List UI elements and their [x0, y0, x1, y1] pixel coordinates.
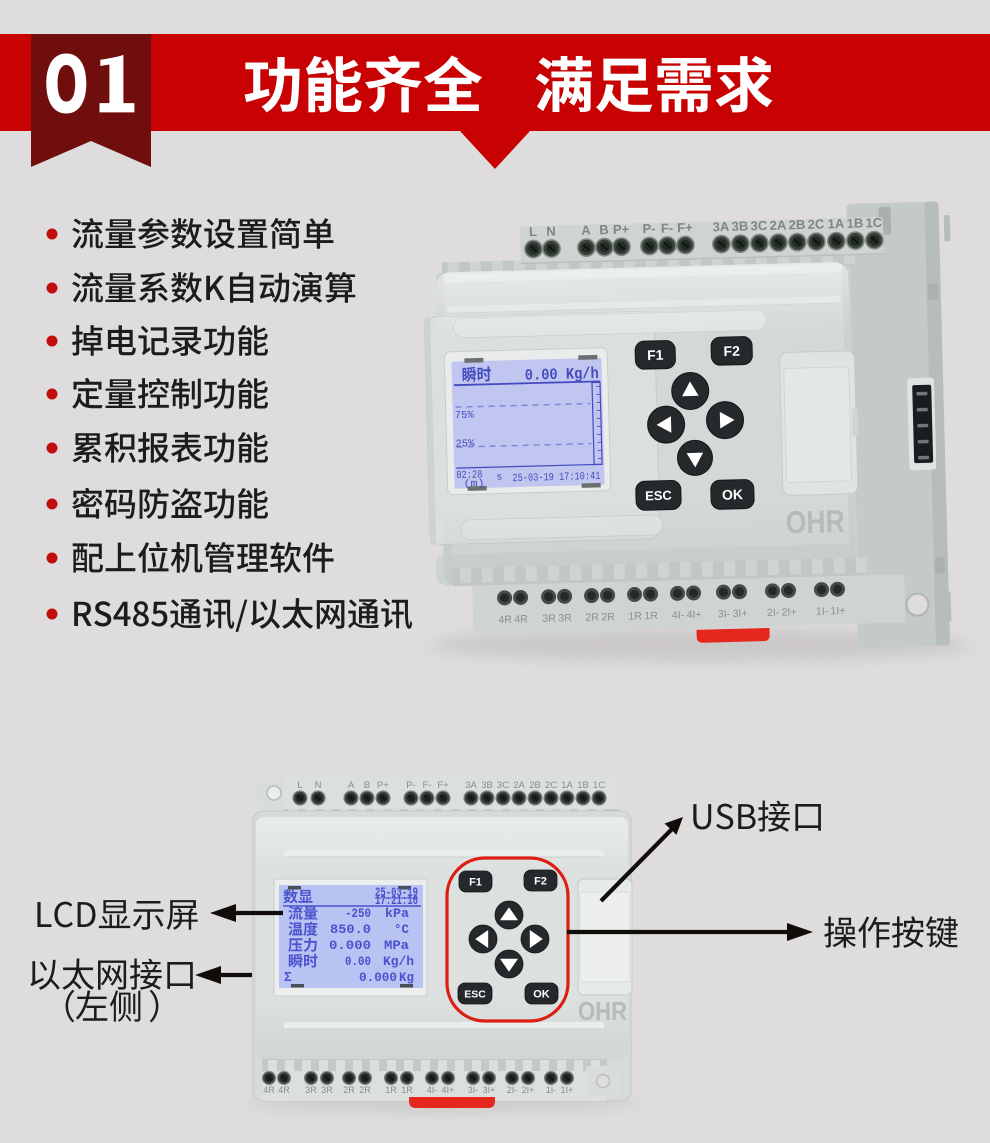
svg-text:3B: 3B — [731, 218, 748, 233]
svg-text:4I-: 4I- — [672, 609, 685, 621]
svg-text:F-: F- — [423, 780, 432, 791]
svg-text:2R: 2R — [585, 611, 599, 623]
svg-text:2R: 2R — [359, 1085, 371, 1095]
svg-text:A: A — [581, 223, 591, 238]
svg-text:OHR: OHR — [578, 996, 627, 1026]
svg-text:kPa: kPa — [385, 907, 410, 921]
svg-text:4R: 4R — [278, 1085, 290, 1095]
svg-text:F2: F2 — [534, 875, 547, 887]
svg-text:1I+: 1I+ — [830, 605, 845, 617]
svg-text:2A: 2A — [769, 217, 787, 232]
svg-text:25%: 25% — [455, 438, 475, 451]
svg-text:N: N — [315, 780, 322, 791]
svg-text:4R: 4R — [498, 614, 512, 626]
svg-text:B: B — [364, 780, 370, 791]
svg-text:F2: F2 — [723, 343, 740, 359]
svg-text:1R: 1R — [385, 1085, 397, 1095]
svg-text:P+: P+ — [613, 222, 630, 237]
svg-text:F+: F+ — [677, 220, 693, 235]
svg-text:Kg/h: Kg/h — [383, 955, 414, 969]
svg-text:1R: 1R — [401, 1085, 413, 1095]
svg-text:4R: 4R — [263, 1085, 275, 1095]
svg-text:4I+: 4I+ — [687, 609, 702, 621]
svg-text:2C: 2C — [807, 216, 825, 231]
svg-text:B: B — [599, 222, 609, 237]
svg-text:3C: 3C — [497, 780, 509, 791]
svg-text:1B: 1B — [577, 780, 589, 791]
svg-text:3R: 3R — [321, 1085, 333, 1095]
svg-text:3A: 3A — [712, 219, 730, 234]
svg-text:2C: 2C — [545, 780, 557, 791]
svg-text:1R: 1R — [628, 610, 642, 622]
svg-text:0.000: 0.000 — [359, 971, 397, 985]
svg-text:2A: 2A — [513, 780, 525, 791]
svg-text:1R: 1R — [644, 610, 658, 622]
svg-text:-250: -250 — [345, 907, 371, 921]
svg-text:1A: 1A — [561, 780, 573, 791]
svg-text:OHR: OHR — [785, 503, 845, 541]
svg-text:3B: 3B — [481, 780, 493, 791]
svg-text:1I-: 1I- — [816, 605, 829, 617]
svg-text:2I-: 2I- — [507, 1085, 518, 1095]
svg-text:L: L — [529, 224, 537, 239]
svg-text:1A: 1A — [827, 216, 845, 231]
svg-text:OK: OK — [722, 486, 743, 503]
svg-text:P+: P+ — [377, 780, 389, 791]
svg-text:3C: 3C — [750, 218, 768, 233]
svg-text:2B: 2B — [788, 217, 805, 232]
svg-text:2I+: 2I+ — [522, 1085, 535, 1095]
svg-text:ESC: ESC — [645, 488, 673, 504]
svg-text:3R: 3R — [542, 613, 556, 625]
svg-text:850.0: 850.0 — [330, 923, 371, 937]
svg-text:2I+: 2I+ — [781, 606, 796, 618]
svg-text:2B: 2B — [529, 780, 541, 791]
svg-text:4R: 4R — [514, 613, 528, 625]
svg-text:OK: OK — [533, 988, 550, 1000]
svg-text:3R: 3R — [558, 612, 572, 624]
svg-text:25-03-19 17:10:41: 25-03-19 17:10:41 — [512, 471, 601, 485]
svg-text:F+: F+ — [437, 780, 449, 791]
svg-text:P-: P- — [406, 780, 416, 791]
svg-text:F1: F1 — [469, 876, 482, 888]
svg-text:3R: 3R — [305, 1085, 317, 1095]
svg-text:4I-: 4I- — [427, 1085, 438, 1095]
svg-text:L: L — [297, 780, 302, 791]
svg-text:3I+: 3I+ — [732, 608, 747, 620]
svg-text:0.000: 0.000 — [329, 939, 371, 953]
svg-text:1B: 1B — [846, 215, 863, 230]
svg-text:2R: 2R — [601, 611, 615, 623]
svg-text:A: A — [348, 780, 355, 791]
svg-text:N: N — [546, 223, 556, 238]
svg-text:F-: F- — [661, 220, 674, 235]
svg-text:3I+: 3I+ — [483, 1085, 496, 1095]
svg-text:75%: 75% — [455, 410, 475, 423]
svg-text:3A: 3A — [465, 780, 477, 791]
svg-text:2I-: 2I- — [767, 607, 780, 619]
svg-text:0.00: 0.00 — [345, 955, 371, 969]
svg-text:1I+: 1I+ — [561, 1085, 574, 1095]
svg-text:3I-: 3I- — [468, 1085, 479, 1095]
svg-text:MPa: MPa — [384, 939, 410, 953]
svg-text:(m): (m) — [463, 478, 484, 491]
svg-text:1I-: 1I- — [546, 1085, 557, 1095]
svg-text:ESC: ESC — [464, 988, 486, 1000]
svg-text:s: s — [496, 472, 502, 483]
svg-text:3I-: 3I- — [718, 608, 731, 620]
svg-text:P-: P- — [642, 221, 655, 236]
svg-text:4I+: 4I+ — [442, 1085, 455, 1095]
svg-text:F1: F1 — [647, 347, 664, 363]
svg-text:Kg: Kg — [399, 971, 414, 985]
svg-text:Σ: Σ — [284, 969, 292, 984]
svg-text:1C: 1C — [593, 780, 605, 791]
svg-text:2R: 2R — [343, 1085, 355, 1095]
svg-text:°C: °C — [394, 923, 409, 937]
svg-text:1C: 1C — [865, 215, 883, 230]
